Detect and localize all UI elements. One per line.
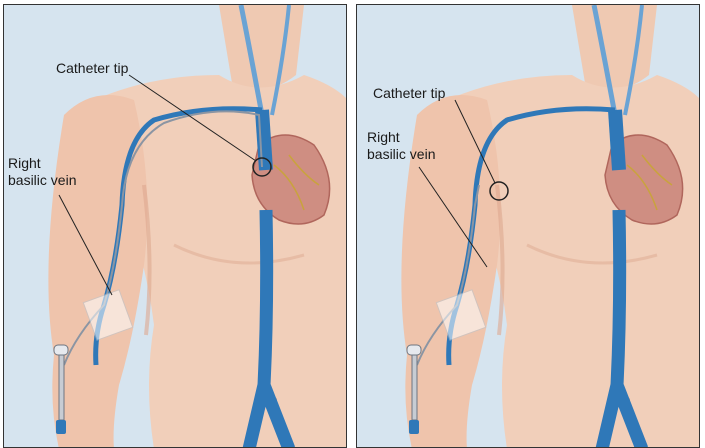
catheter-hub-icon [53, 344, 69, 434]
jugular-vein-right [623, 5, 644, 116]
vein-label: Right basilic vein [8, 155, 77, 188]
catheter-tip-label: Catheter tip [373, 85, 446, 101]
inferior-vena-cava [595, 209, 649, 447]
coronary-vessels [626, 154, 673, 211]
dressing [82, 289, 134, 341]
arm-shading [495, 184, 505, 336]
catheter-hub-icon [406, 344, 422, 434]
panel-right: Catheter tip Right basilic vein [356, 4, 700, 448]
chest-shading [526, 243, 658, 265]
anatomy-illustration-right [357, 5, 699, 447]
superior-vena-cava [255, 109, 273, 171]
panel-left: Catheter tip Right basilic vein [3, 4, 347, 448]
chest-shading [173, 243, 305, 265]
catheter-tip-leader [454, 99, 496, 184]
vein-leader [58, 194, 113, 296]
tip-marker-circle-icon [489, 181, 509, 201]
catheter-tip-label: Catheter tip [56, 60, 129, 76]
vein-label: Right basilic vein [367, 129, 436, 162]
arm-shading [142, 184, 152, 336]
tip-marker-circle-icon [252, 157, 272, 177]
catheter-tip-leader [128, 74, 257, 162]
neck [572, 5, 657, 90]
neck [219, 5, 304, 90]
coronary-vessels [273, 154, 320, 211]
jugular-vein [238, 5, 265, 116]
jugular-vein [591, 5, 618, 116]
jugular-vein-right [270, 5, 291, 116]
dressing [435, 289, 487, 341]
vein-leader [418, 166, 488, 268]
superior-vena-cava [608, 109, 626, 171]
inferior-vena-cava [242, 209, 296, 447]
anatomy-illustration-left [4, 5, 346, 447]
